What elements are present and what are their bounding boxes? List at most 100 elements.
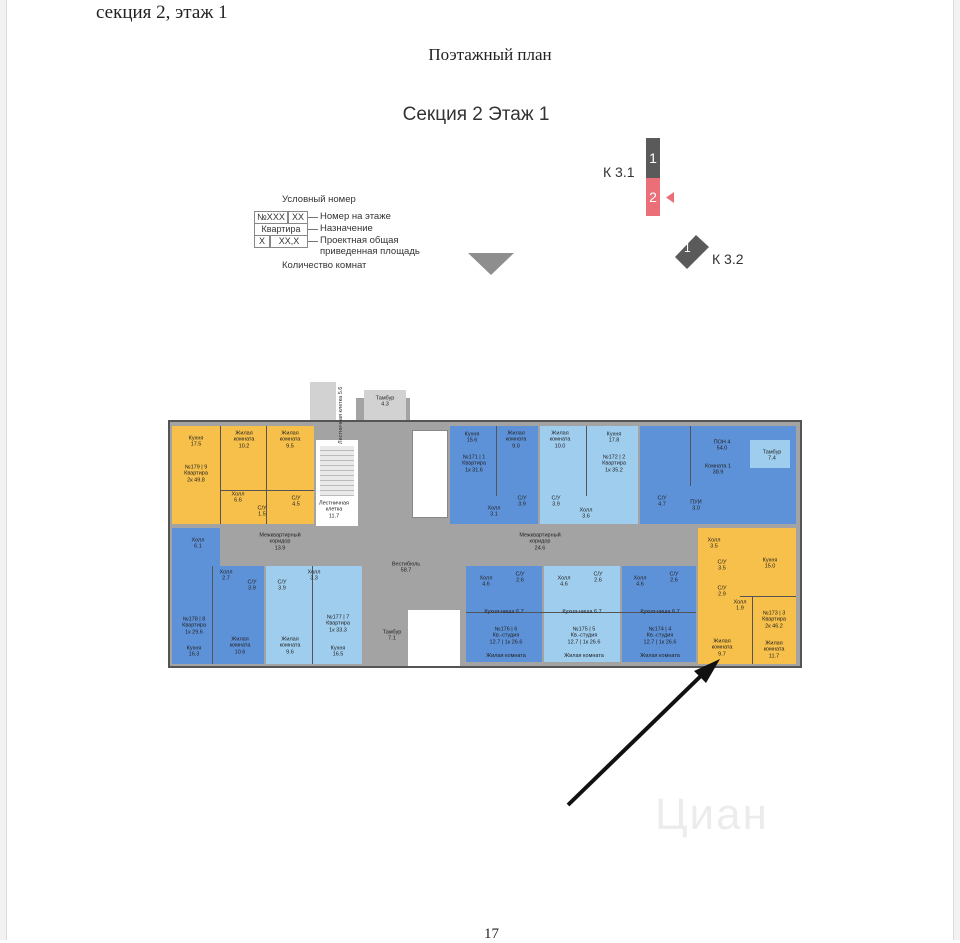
tambur-bottom	[408, 610, 460, 666]
room-label-tambur-top: Тамбур 4.3	[375, 395, 395, 408]
wall	[752, 596, 753, 664]
direction-triangle-icon	[468, 253, 514, 275]
room-label: Жилая комната 10.0	[549, 430, 571, 450]
apartment-176	[466, 566, 542, 662]
legend-line-1	[308, 217, 318, 218]
room-label: Жилая комната 10.2	[233, 430, 255, 450]
room-label: С/У 3.9	[247, 579, 257, 592]
apartment-177	[266, 566, 362, 664]
room-label: Жилая комната 9.0	[505, 430, 527, 450]
pointer-arrow-icon	[566, 659, 720, 807]
room-label: Вестибюль 58.7	[391, 561, 421, 574]
section-block-2: 2	[646, 178, 660, 216]
apartment-178-info: №178 | 8 Квартира 1к 29.6	[182, 616, 206, 636]
section-k32-block-label: 1	[684, 241, 691, 255]
section-label-k31: К 3.1	[603, 164, 635, 180]
room-label: Жилая комната 9.6	[279, 636, 301, 656]
document-subtitle: Поэтажный план	[428, 45, 552, 64]
wall	[220, 490, 314, 491]
apartment-176-info: №176 | 6 Кв.-студия 12.7 | 1к 26.6	[489, 626, 523, 646]
room-label: С/У 2.6	[515, 571, 525, 584]
room-label: Холл 2.7	[219, 569, 233, 582]
apartment-174-info: №174 | 4 Кв.-студия 12.7 | 1к 26.6	[643, 626, 677, 646]
apartment-171-info: №171 | 1 Квартира 1к 31.6	[462, 454, 486, 474]
room-label: Кухня 15.0	[762, 557, 778, 570]
legend-floor-number: Номер на этаже	[320, 211, 391, 222]
legend-area-line2: приведенная площадь	[320, 246, 420, 257]
room-label: С/У 4.5	[291, 495, 301, 508]
apartment-172-info: №172 | 2 Квартира 1к 35.2	[602, 454, 626, 474]
legend-purpose: Назначение	[320, 223, 373, 234]
plan-title: Секция 2 Этаж 1	[402, 104, 550, 125]
room-label: С/У 4.7	[657, 495, 667, 508]
section-k32-diamond-icon	[675, 235, 709, 269]
stair-left-steps	[320, 446, 354, 496]
room-label: Холл 3.6	[579, 507, 593, 520]
room-label: С/У 3.9	[551, 495, 561, 508]
room-label: Холл 3.1	[487, 505, 501, 518]
room-label: Кухня-ниша 6.7	[484, 608, 524, 615]
room-label: Холл 4.6	[633, 575, 647, 588]
apartment-175-info: №175 | 5 Кв.-студия 12.7 | 1к 26.6	[567, 626, 601, 646]
vestibule-column	[356, 398, 410, 666]
tambur-top-area	[364, 390, 406, 420]
room-label: Холл 3.5	[707, 537, 721, 550]
document-header: секция 2, этаж 1	[96, 2, 228, 23]
room-label: Кухня 15.6	[464, 431, 480, 444]
room-label: С/У 3.5	[717, 559, 727, 572]
room-label: Холл 6.1	[191, 537, 205, 550]
left-hall	[172, 528, 220, 566]
room-label: Кухня 17.8	[606, 431, 622, 444]
room-label: С/У 2.6	[593, 571, 603, 584]
room-label: Тамбур 7.4	[762, 449, 782, 462]
section-block-1: 1	[646, 138, 660, 178]
room-label: Межквартирный коридор 13.9	[259, 532, 301, 552]
apartment-171	[450, 426, 538, 524]
room-label: Жилая комната 9.7	[711, 638, 733, 658]
wall	[266, 426, 267, 524]
room-label: Кухня-ниша 6.7	[640, 608, 680, 615]
room-label: С/У 2.9	[717, 585, 727, 598]
room-label: Жилая комната 10.6	[229, 636, 251, 656]
apartment-178	[172, 566, 264, 664]
apartment-173-info: №173 | 3 Квартира 2к 46.2	[762, 610, 786, 630]
wall	[586, 426, 587, 496]
room-label: С/У 3.9	[517, 495, 527, 508]
room-label: Кухня 17.5	[188, 435, 204, 448]
wall	[690, 426, 691, 486]
room-label: Жилая комната	[564, 652, 604, 659]
page-number: 17	[484, 926, 499, 942]
room-label: Холл 3.3	[307, 569, 321, 582]
pon4-tambur	[750, 440, 790, 468]
apartment-179	[172, 426, 314, 524]
room-label: Холл 4.6	[479, 575, 493, 588]
room-label: Кухня 16.5	[330, 645, 346, 658]
wall	[312, 566, 313, 664]
room-label: С/У 3.9	[277, 579, 287, 592]
legend-box-area: XX,X	[270, 235, 308, 248]
apartment-177-info: №177 | 7 Квартира 1к 33.3	[326, 614, 350, 634]
page-edge-left	[0, 0, 7, 940]
wall	[466, 612, 696, 613]
legend-area-line1: Проектная общая	[320, 235, 399, 246]
room-label: С/У 2.6	[669, 571, 679, 584]
room-label: Жилая комната	[640, 652, 680, 659]
stair-top-area	[310, 382, 336, 422]
room-label: Жилая комната 9.5	[279, 430, 301, 450]
legend-line-2	[308, 229, 318, 230]
room-label: Жилая комната	[486, 652, 526, 659]
room-label: Холл 6.6	[231, 491, 245, 504]
wall	[220, 426, 221, 524]
legend-conditional-number: Условный номер	[282, 194, 356, 205]
page-edge-right	[953, 0, 960, 940]
room-label: Комната 1 38.9	[704, 463, 732, 476]
room-label: Жилая комната 11.7	[763, 640, 785, 660]
room-label: ПУИ 3.0	[690, 499, 702, 512]
apartment-172	[540, 426, 638, 524]
legend-box-rooms: X	[254, 235, 270, 248]
wall	[740, 596, 796, 597]
outer-wall	[168, 420, 802, 668]
room-label: Тамбур 7.1	[382, 629, 402, 642]
apartment-175	[544, 566, 620, 662]
